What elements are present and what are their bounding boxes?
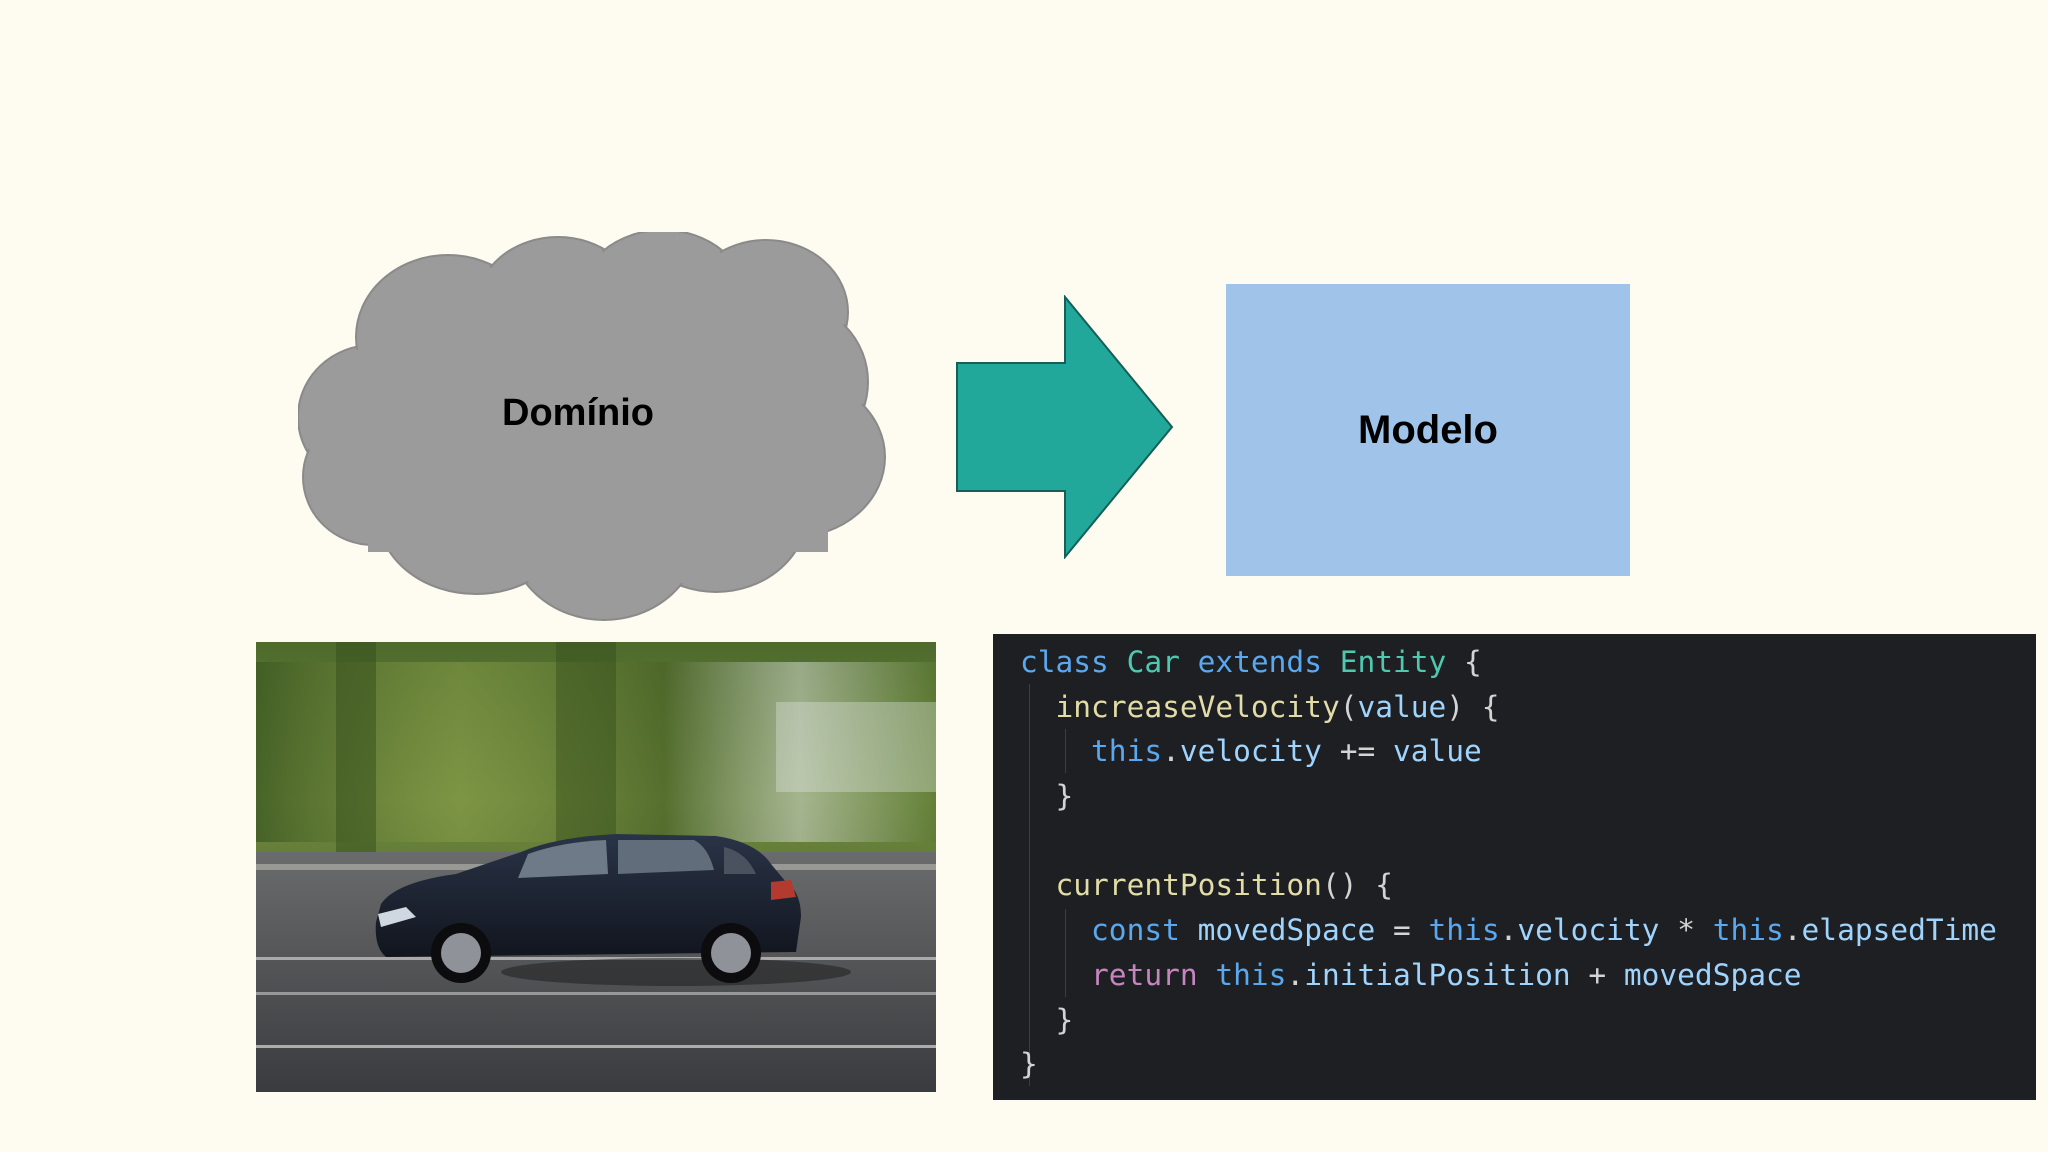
code-token: Entity: [1339, 645, 1465, 679]
code-token: ) {: [1446, 689, 1500, 724]
code-token: velocity: [1179, 734, 1340, 769]
code-token: this: [1428, 913, 1500, 948]
code-token: *: [1677, 913, 1713, 948]
code-token: .: [1783, 913, 1802, 948]
code-line: const movedSpace = this.velocity * this.…: [1020, 908, 2036, 953]
code-token: const: [1091, 913, 1198, 948]
code-line: [1020, 819, 2036, 864]
code-token: increaseVelocity: [1055, 689, 1340, 724]
code-token: .: [1286, 957, 1305, 992]
code-token: }: [1020, 1047, 1038, 1082]
code-token: .: [1499, 913, 1518, 948]
domain-cloud: Domínio: [298, 232, 892, 622]
code-line: this.velocity += value: [1020, 729, 2036, 774]
right-arrow-icon: [956, 295, 1174, 559]
car-photo: [256, 642, 936, 1092]
code-token: elapsedTime: [1801, 913, 1997, 948]
code-token: (: [1339, 689, 1358, 724]
code-token: movedSpace: [1623, 957, 1802, 992]
indent-guide: [1029, 684, 1030, 1086]
model-box: Modelo: [1226, 284, 1630, 576]
code-token: velocity: [1517, 913, 1678, 948]
code-token: movedSpace: [1197, 913, 1393, 948]
code-line: }: [1020, 1042, 2036, 1087]
code-token: {: [1464, 645, 1482, 679]
code-token: +: [1588, 957, 1624, 992]
code-token: () {: [1321, 868, 1393, 903]
code-token: this: [1215, 957, 1287, 992]
code-line: return this.initialPosition + movedSpace: [1020, 953, 2036, 998]
model-label: Modelo: [1358, 407, 1498, 452]
code-token: [1020, 690, 1056, 724]
code-token: =: [1393, 913, 1429, 948]
code-token: this: [1091, 734, 1163, 769]
code-line: }: [1020, 774, 2036, 819]
code-line: increaseVelocity(value) {: [1020, 685, 2036, 730]
code-token: currentPosition: [1055, 868, 1322, 903]
indent-guide: [1065, 909, 1066, 997]
code-token: Car: [1126, 645, 1198, 679]
code-token: value: [1393, 734, 1482, 769]
code-line: class Car extends Entity {: [1020, 640, 2036, 685]
code-token: class: [1020, 645, 1127, 679]
code-token: [1020, 868, 1056, 902]
code-token: this: [1712, 913, 1784, 948]
code-token: +=: [1339, 734, 1394, 769]
code-token: return: [1091, 957, 1216, 992]
code-token: [1020, 958, 1091, 992]
code-panel: class Car extends Entity { increaseVeloc…: [993, 634, 2036, 1100]
code-token: initialPosition: [1304, 957, 1589, 992]
code-token: extends: [1197, 645, 1340, 679]
indent-guide: [1065, 729, 1066, 773]
code-token: }: [1020, 1002, 1074, 1037]
code-lines: class Car extends Entity { increaseVeloc…: [993, 640, 2036, 1087]
code-token: [1020, 734, 1091, 768]
code-line: currentPosition() {: [1020, 863, 2036, 908]
code-token: .: [1162, 734, 1180, 769]
code-token: [1020, 913, 1091, 947]
cloud-shape: [298, 232, 886, 621]
code-line: }: [1020, 998, 2036, 1043]
code-token: }: [1020, 779, 1074, 814]
cloud-label: Domínio: [502, 392, 654, 434]
code-token: value: [1357, 689, 1447, 724]
